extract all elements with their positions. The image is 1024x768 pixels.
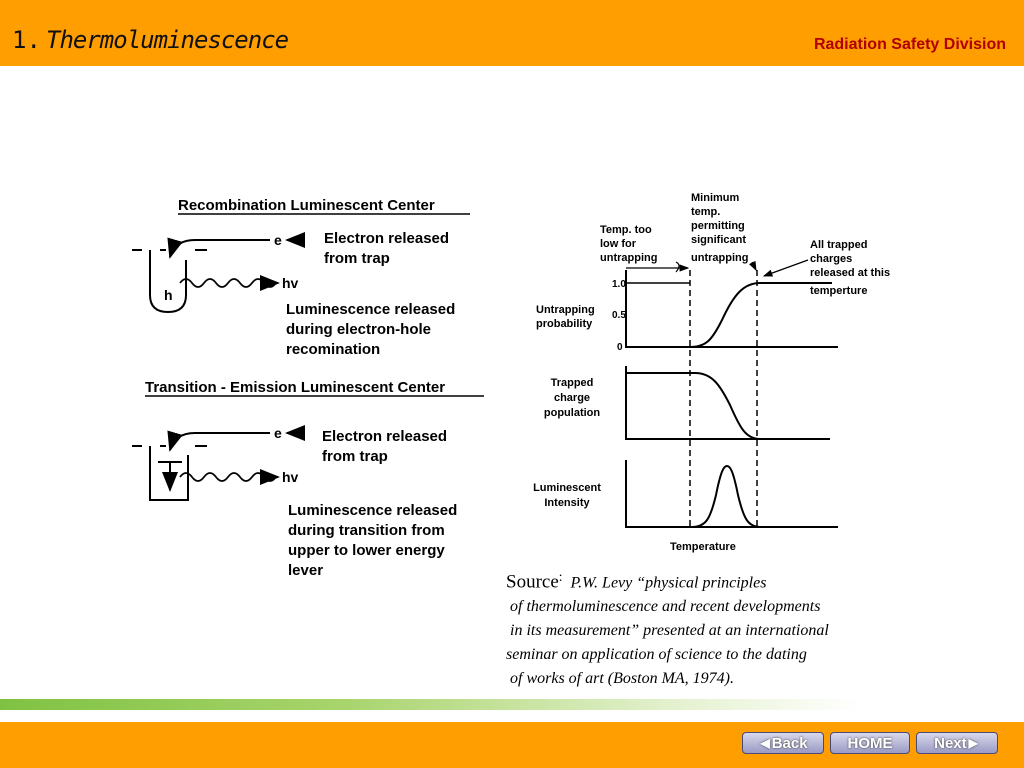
header-bar: 1. Thermoluminescence Radiation Safety D… xyxy=(0,0,1024,66)
too-low-range-hook xyxy=(675,261,680,273)
home-button-label: HOME xyxy=(847,734,893,752)
transition-electron-label-2: from trap xyxy=(322,448,388,465)
transition-photon-wave xyxy=(179,472,277,482)
recombination-electron-path xyxy=(167,237,270,259)
recombination-lum-label-1: Luminescence released xyxy=(286,301,455,318)
transition-lum-label-2: during transition from xyxy=(288,522,445,539)
temp-too-low-label-1: Temp. too xyxy=(600,224,652,236)
min-temp-pointer xyxy=(749,260,757,272)
transition-electron-symbol: e xyxy=(274,425,282,441)
untrapping-probability-curve xyxy=(689,282,832,348)
back-button-label: Back xyxy=(771,734,808,752)
transition-lum-label-3: upper to lower energy xyxy=(288,542,445,559)
min-temp-label-4: significant xyxy=(691,234,746,246)
decorative-gradient-bar xyxy=(0,699,860,710)
recombination-trap-well xyxy=(132,249,207,314)
all-trapped-pointer xyxy=(762,259,809,277)
trapped-charge-curve xyxy=(626,372,761,440)
source-line-5: of works of art (Boston MA, 1974). xyxy=(510,670,734,688)
source-line-3: in its measurement” presented at an inte… xyxy=(510,622,829,640)
transition-photon-symbol: hv xyxy=(282,469,299,485)
source-line-1: P.W. Levy “physical principles xyxy=(570,574,767,592)
luminescent-center-diagram: Recombination Luminescent Center e h hv … xyxy=(132,197,484,579)
lum-intensity-label-1: Luminescent xyxy=(533,482,601,494)
transition-lum-label-4: lever xyxy=(288,562,323,579)
source-line-4: seminar on application of science to the… xyxy=(506,646,807,664)
recombination-title: Recombination Luminescent Center xyxy=(178,197,435,214)
source-line-2: of thermoluminescence and recent develop… xyxy=(510,598,821,616)
trapped-label-2: charge xyxy=(554,392,590,404)
thermoluminescence-curves-diagram: Temp. too low for untrapping Minimum tem… xyxy=(533,192,890,553)
recombination-photon-wave xyxy=(179,278,277,288)
min-temp-label-3: permitting xyxy=(691,220,745,232)
untrap-prob-label-1: Untrapping xyxy=(536,304,595,316)
home-button[interactable]: HOME xyxy=(830,732,910,754)
untrap-prob-label-2: probability xyxy=(536,318,593,330)
page-title: Thermoluminescence xyxy=(46,26,289,54)
luminescent-intensity-peak xyxy=(689,464,763,528)
all-trapped-label-3: released at this xyxy=(810,267,890,279)
source-citation: Source: P.W. Levy “physical principles o… xyxy=(506,565,829,691)
transition-title: Transition - Emission Luminescent Center xyxy=(145,379,445,396)
transition-lum-label-1: Luminescence released xyxy=(288,502,457,519)
tick-label-05: 0.5 xyxy=(612,310,626,321)
min-temp-label-2: temp. xyxy=(691,206,720,218)
source-colon: : xyxy=(558,569,563,584)
back-button[interactable]: ◀ Back xyxy=(742,732,824,754)
all-trapped-label-2: charges xyxy=(810,253,852,265)
recombination-electron-symbol: e xyxy=(274,232,282,248)
x-axis-label-temperature: Temperature xyxy=(670,541,736,553)
temp-too-low-label-2: low for xyxy=(600,238,637,250)
recombination-electron-label-2: from trap xyxy=(324,250,390,267)
recombination-lum-label-3: recomination xyxy=(286,341,380,358)
trapped-label-3: population xyxy=(544,407,600,419)
recombination-hole-symbol: h xyxy=(164,287,173,303)
next-button-label: Next xyxy=(934,734,967,752)
arrow-right-icon: ▶ xyxy=(968,736,978,750)
min-temp-label-1: Minimum xyxy=(691,192,739,204)
transition-electron-label-1: Electron released xyxy=(322,428,447,445)
all-trapped-label-4: temperture xyxy=(810,285,867,297)
recombination-photon-symbol: hv xyxy=(282,275,299,291)
temp-too-low-label-3: untrapping xyxy=(600,252,657,264)
tick-label-1: 1.0 xyxy=(612,279,626,290)
division-name: Radiation Safety Division xyxy=(813,36,1006,53)
source-label: Source xyxy=(506,571,559,593)
transition-electron-path xyxy=(167,430,270,452)
min-temp-label-5: untrapping xyxy=(691,252,748,264)
tick-label-0: 0 xyxy=(617,342,623,353)
recombination-electron-label-1: Electron released xyxy=(324,230,449,247)
all-trapped-label-1: All trapped xyxy=(810,239,867,251)
next-button[interactable]: Next ▶ xyxy=(916,732,998,754)
section-number: 1. xyxy=(12,26,41,54)
lum-intensity-label-2: Intensity xyxy=(544,497,590,509)
trapped-label-1: Trapped xyxy=(551,377,594,389)
recombination-lum-label-2: during electron-hole xyxy=(286,321,431,338)
arrow-left-icon: ◀ xyxy=(760,736,770,750)
